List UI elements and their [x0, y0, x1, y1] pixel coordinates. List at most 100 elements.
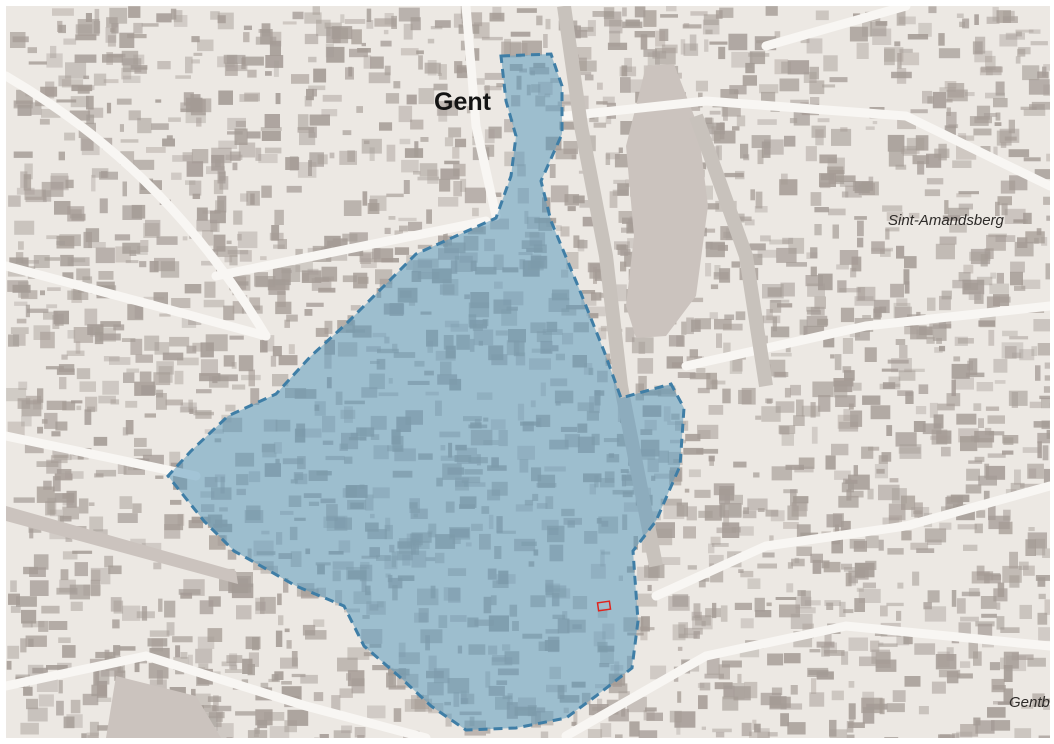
building-block [361, 138, 382, 154]
building-block [644, 565, 660, 578]
building-block [180, 402, 197, 413]
building-block [839, 288, 861, 293]
building-block [1009, 575, 1020, 588]
building-block [1000, 657, 1005, 670]
building-block [977, 438, 993, 448]
building-block [637, 566, 659, 581]
building-block [13, 151, 33, 158]
building-block [238, 355, 254, 372]
building-block [433, 83, 448, 91]
building-block [274, 671, 284, 680]
building-block [809, 66, 819, 80]
pond-south-west [106, 676, 221, 738]
building-block [839, 181, 856, 187]
building-block [1038, 593, 1046, 600]
building-block [620, 261, 627, 272]
building-block [549, 164, 556, 178]
building-block [897, 582, 904, 589]
building-block [189, 408, 194, 414]
building-block [870, 21, 887, 37]
building-block [33, 255, 50, 268]
building-block [481, 36, 503, 41]
building-block [347, 647, 370, 660]
building-block [1044, 362, 1050, 369]
building-block [834, 470, 851, 480]
building-block [75, 341, 81, 354]
building-block [117, 661, 125, 673]
building-block [261, 131, 281, 141]
building-block [734, 602, 752, 610]
building-block [985, 55, 996, 70]
building-block [885, 227, 900, 232]
building-block [321, 266, 338, 282]
building-block [213, 234, 226, 252]
building-block [191, 688, 196, 699]
building-block [192, 342, 203, 352]
building-block [724, 172, 744, 178]
building-block [29, 580, 49, 596]
building-block [810, 97, 820, 107]
building-block [903, 269, 910, 285]
building-block [916, 329, 934, 340]
building-block [841, 651, 849, 665]
building-block [191, 149, 209, 164]
building-block [1041, 698, 1050, 703]
building-block [12, 284, 31, 293]
building-block [884, 737, 899, 738]
building-block [265, 71, 272, 76]
building-block [543, 34, 548, 48]
building-block [403, 23, 413, 40]
building-block [771, 687, 783, 696]
building-block [848, 570, 858, 584]
building-block [963, 544, 978, 551]
building-block [25, 635, 47, 647]
building-block [788, 237, 805, 254]
building-block [688, 469, 701, 478]
building-block [793, 496, 809, 504]
building-block [793, 415, 805, 426]
building-block [899, 48, 913, 53]
selected-location-marker[interactable] [596, 600, 612, 612]
building-block [97, 725, 110, 731]
building-block [188, 654, 193, 668]
building-block [850, 410, 863, 427]
building-block [147, 638, 168, 647]
building-block [831, 538, 843, 554]
building-block [312, 88, 317, 97]
building-block [698, 695, 708, 710]
building-block [689, 349, 698, 358]
building-block [989, 283, 1009, 294]
building-block [817, 318, 829, 326]
building-block [489, 12, 505, 22]
building-block [300, 674, 318, 684]
building-block [723, 510, 730, 527]
building-block [781, 173, 788, 185]
building-block [924, 189, 941, 197]
building-block [182, 152, 193, 161]
building-block [834, 380, 853, 393]
building-block [640, 625, 648, 641]
building-block [18, 241, 24, 250]
building-block [701, 726, 706, 730]
building-block [587, 262, 606, 273]
building-block [110, 28, 115, 33]
building-block [597, 82, 603, 90]
building-block [826, 514, 843, 528]
building-block [868, 446, 880, 451]
building-block [380, 40, 392, 47]
building-block [985, 406, 1000, 411]
building-block [783, 489, 798, 494]
building-block [870, 640, 880, 652]
building-block [974, 430, 995, 443]
building-block [250, 388, 260, 405]
building-block [956, 413, 977, 425]
building-block [1039, 395, 1050, 400]
building-block [895, 164, 907, 170]
building-block [237, 231, 258, 249]
building-block [66, 350, 85, 356]
building-block [1031, 346, 1038, 356]
building-block [848, 703, 856, 720]
building-block [196, 117, 202, 127]
map-view[interactable]: Gent Sint-Amandsberg Gentb [6, 6, 1050, 738]
building-block [713, 272, 729, 280]
